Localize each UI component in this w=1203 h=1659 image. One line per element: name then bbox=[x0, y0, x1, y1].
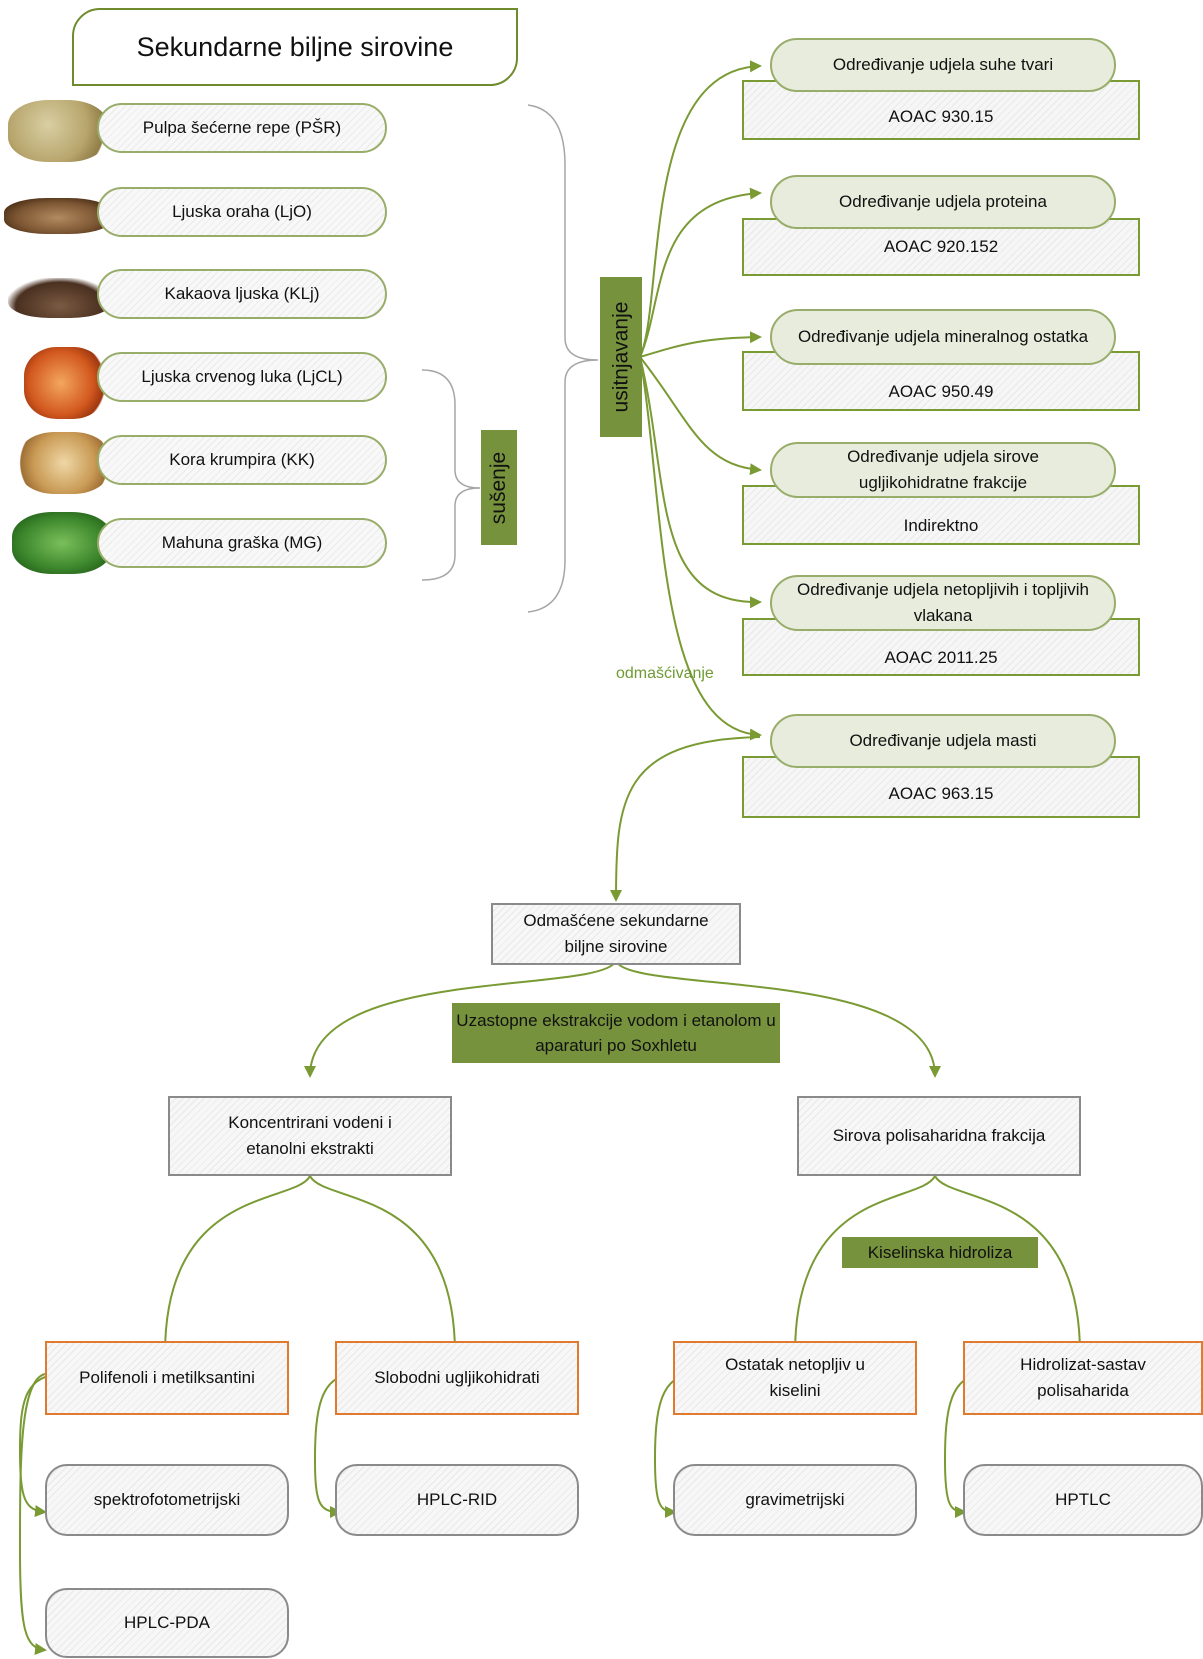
analysis-name: Određivanje udjela netopljivih i topljiv… bbox=[770, 575, 1116, 631]
hydrolysate-box: Hidrolizat-sastav polisaharida bbox=[963, 1341, 1203, 1415]
gravimetric-method: gravimetrijski bbox=[673, 1464, 917, 1536]
polyphenols-box: Polifenoli i metilksantini bbox=[45, 1341, 289, 1415]
analysis-name: Određivanje udjela masti bbox=[770, 714, 1116, 768]
defatted-materials-box: Odmašćene sekundarne biljne sirovine bbox=[491, 903, 741, 965]
acid-insoluble-residue-box: Ostatak netopljiv u kiselini bbox=[673, 1341, 917, 1415]
onion-skin-image bbox=[24, 347, 106, 419]
polysaccharide-box: Sirova polisaharidna frakcija bbox=[797, 1096, 1081, 1176]
hplc-rid-method: HPLC-RID bbox=[335, 1464, 579, 1536]
raw-material-item: Pulpa šećerne repe (PŠR) bbox=[97, 103, 387, 153]
raw-material-item: Ljuska oraha (LjO) bbox=[97, 187, 387, 237]
cocoa-shell-image bbox=[8, 278, 112, 318]
analysis-name: Određivanje udjela suhe tvari bbox=[770, 38, 1116, 92]
hptlc-method: HPTLC bbox=[963, 1464, 1203, 1536]
raw-material-item: Mahuna graška (MG) bbox=[97, 518, 387, 568]
defatting-label: odmašćivanje bbox=[616, 665, 714, 682]
page-title: Sekundarne biljne sirovine bbox=[72, 8, 518, 86]
extracts-box: Koncentrirani vodeni i etanolni ekstrakt… bbox=[168, 1096, 452, 1176]
grinding-label: usitnjavanje bbox=[600, 277, 642, 437]
pea-pod-image bbox=[12, 512, 112, 574]
hydrolysis-label: Kiselinska hidroliza bbox=[842, 1237, 1038, 1268]
raw-material-item: Ljuska crvenog luka (LjCL) bbox=[97, 352, 387, 402]
hplc-pda-method: HPLC-PDA bbox=[45, 1588, 289, 1658]
free-carbohydrates-box: Slobodni ugljikohidrati bbox=[335, 1341, 579, 1415]
sugar-beet-pulp-image bbox=[8, 100, 108, 162]
potato-peel-image bbox=[18, 432, 110, 494]
drying-label: sušenje bbox=[481, 430, 517, 545]
analysis-name: Određivanje udjela sirove ugljikohidratn… bbox=[770, 442, 1116, 498]
analysis-name: Određivanje udjela proteina bbox=[770, 175, 1116, 229]
analysis-name: Određivanje udjela mineralnog ostatka bbox=[770, 309, 1116, 365]
walnut-shell-image bbox=[4, 198, 112, 234]
extraction-label: Uzastopne ekstrakcije vodom i etanolom u… bbox=[452, 1003, 780, 1063]
raw-material-item: Kora krumpira (KK) bbox=[97, 435, 387, 485]
raw-material-item: Kakaova ljuska (KLj) bbox=[97, 269, 387, 319]
spectrophotometric-method: spektrofotometrijski bbox=[45, 1464, 289, 1536]
